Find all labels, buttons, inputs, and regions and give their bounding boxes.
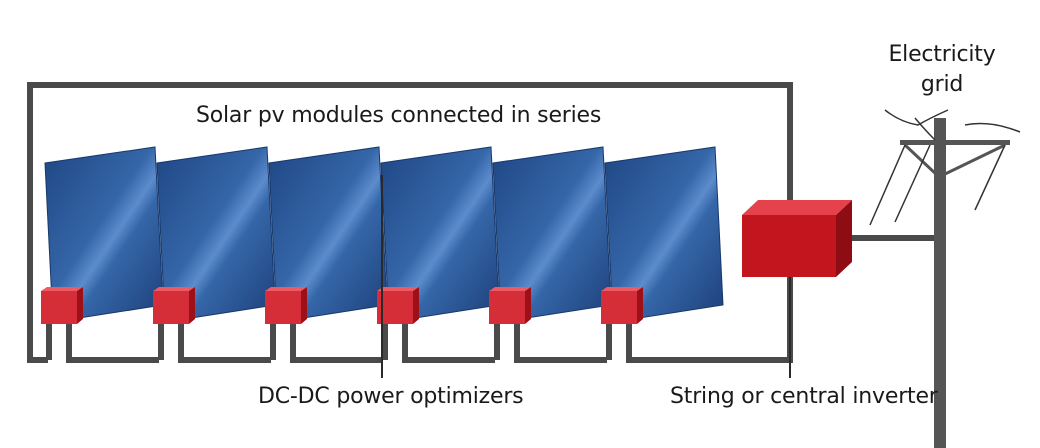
inverter-label: String or central inverter bbox=[670, 384, 938, 409]
optimizer-wire bbox=[270, 324, 383, 363]
power-optimizer bbox=[41, 287, 83, 324]
power-optimizer bbox=[601, 287, 643, 324]
optimizer-wire bbox=[606, 324, 632, 363]
optimizer-chain-wires bbox=[46, 324, 632, 363]
optimizers-label: DC-DC power optimizers bbox=[258, 384, 524, 409]
utility-pole bbox=[869, 109, 1021, 448]
electricity-grid-label: Electricity grid bbox=[872, 40, 1012, 100]
optimizer-wire bbox=[382, 324, 495, 363]
inverter bbox=[742, 200, 852, 277]
power-optimizer bbox=[265, 287, 307, 324]
left-return-wire bbox=[27, 345, 48, 363]
power-optimizer bbox=[377, 287, 419, 324]
grid-label-line-2: grid bbox=[920, 72, 964, 97]
power-optimizer bbox=[153, 287, 195, 324]
solar-panel bbox=[604, 146, 724, 323]
optimizer-wire bbox=[158, 324, 271, 363]
solar-modules bbox=[44, 146, 724, 323]
optimizer-wire bbox=[46, 324, 159, 363]
power-optimizer bbox=[489, 287, 531, 324]
series-loop-wire bbox=[27, 82, 793, 345]
grid-label-line-1: Electricity bbox=[888, 42, 996, 67]
diagram-title: Solar pv modules connected in series bbox=[196, 103, 602, 128]
optimizer-wire bbox=[494, 324, 607, 363]
